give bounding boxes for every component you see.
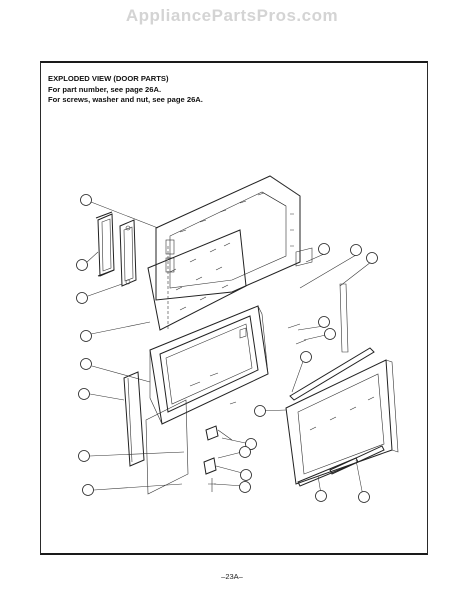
- callout-marker: [239, 446, 251, 458]
- door-strip-lower: [297, 445, 385, 487]
- door-glass-panel: [147, 229, 247, 331]
- callout-marker: [82, 484, 94, 496]
- door-inner-frame: [149, 305, 269, 425]
- door-handle: [95, 211, 137, 287]
- diagram-header: EXPLODED VIEW (DOOR PARTS) For part numb…: [48, 74, 203, 106]
- callout-marker: [80, 330, 92, 342]
- screws-note: For screws, washer and nut, see page 26A…: [48, 95, 203, 104]
- callout-marker: [80, 358, 92, 370]
- callout-marker: [78, 450, 90, 462]
- door-hardware: [203, 247, 313, 492]
- page-number: –23A–: [221, 572, 243, 581]
- door-outer-frame: [155, 175, 301, 301]
- callout-marker: [318, 316, 330, 328]
- callout-marker: [300, 351, 312, 363]
- part-number-note: For part number, see page 26A.: [48, 84, 162, 94]
- callout-marker: [318, 243, 330, 255]
- callout-marker: [366, 252, 378, 264]
- door-strip-upper: [289, 283, 375, 401]
- callout-marker: [350, 244, 362, 256]
- leader-lines: [86, 201, 372, 497]
- watermark-logo: AppliancePartsPros.com: [125, 6, 339, 25]
- callout-marker: [76, 292, 88, 304]
- callout-marker: [240, 469, 252, 481]
- callout-marker: [239, 481, 251, 493]
- door-seal-strips: [123, 371, 189, 495]
- diagram-title: EXPLODED VIEW (DOOR PARTS): [48, 74, 169, 83]
- callout-marker: [245, 438, 257, 450]
- callout-marker: [324, 328, 336, 340]
- callout-marker: [78, 388, 90, 400]
- callout-marker: [76, 259, 88, 271]
- callout-marker: [315, 490, 327, 502]
- door-choke-frame: [285, 359, 399, 485]
- callout-marker: [358, 491, 370, 503]
- callout-markers: [76, 194, 378, 503]
- page-frame: [40, 61, 428, 555]
- callout-marker: [80, 194, 92, 206]
- callout-marker: [254, 405, 266, 417]
